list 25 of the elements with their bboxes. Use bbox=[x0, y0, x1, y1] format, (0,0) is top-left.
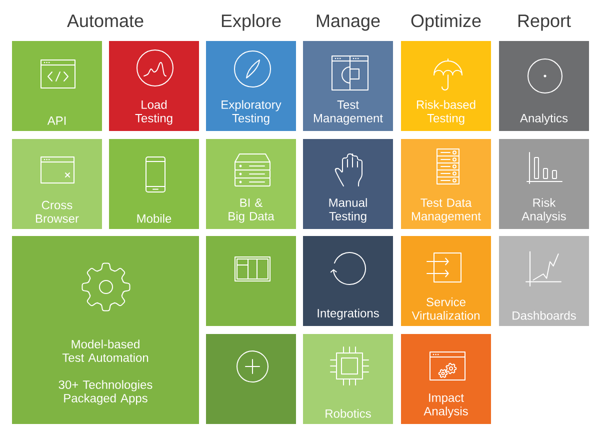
column-heading: Report bbox=[518, 14, 571, 31]
tile: Mobile bbox=[109, 139, 199, 229]
tile: Exploratory Testing bbox=[206, 41, 296, 131]
column-heading: Automate bbox=[67, 14, 144, 28]
tile: Dashboards bbox=[499, 236, 589, 326]
column-heading: Explore bbox=[222, 14, 281, 31]
tile: Load Testing bbox=[109, 41, 199, 131]
tile: API bbox=[12, 41, 102, 131]
tile: Test Management bbox=[303, 41, 393, 131]
tile: Integrations bbox=[303, 236, 393, 326]
tile: Cross Browser bbox=[12, 139, 102, 229]
column-heading: Optimize bbox=[411, 14, 481, 31]
tile: BI & Big Data bbox=[206, 139, 296, 229]
tile: Service Virtualization bbox=[401, 236, 491, 326]
tile: Manual Testing bbox=[303, 139, 393, 229]
tile: Model-based Test Automation 30+ Technologies Packaged Apps bbox=[12, 236, 199, 424]
tile bbox=[206, 334, 296, 424]
column-heading: Manage bbox=[316, 14, 380, 31]
tile: Robotics bbox=[303, 334, 393, 424]
tile: Test Data Management bbox=[401, 139, 491, 229]
tile bbox=[206, 236, 296, 326]
tile: Analytics bbox=[499, 41, 589, 131]
tile: Risk-based Testing bbox=[401, 41, 491, 131]
tile: Risk Analysis bbox=[499, 139, 589, 229]
tile: Impact Analysis bbox=[401, 334, 491, 424]
